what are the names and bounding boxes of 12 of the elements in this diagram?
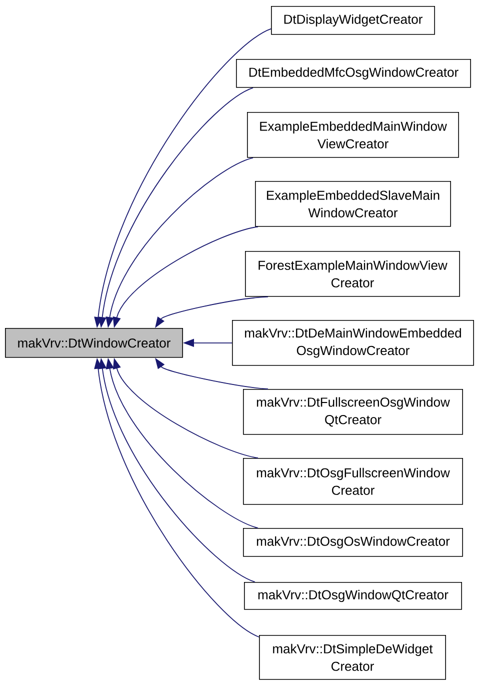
class-box: makVrv::DtOsgWindowQtCreator xyxy=(244,582,462,610)
class-box: makVrv::DtWindowCreator xyxy=(5,328,183,358)
class-box: makVrv::DtDeMainWindowEmbedded OsgWindowCreator xyxy=(232,320,474,366)
class-box: ForestExampleMainWindowView Creator xyxy=(245,251,460,297)
class-box: makVrv::DtOsgOsWindowCreator xyxy=(243,528,463,557)
class-box: ExampleEmbeddedSlaveMain WindowCreator xyxy=(255,181,451,227)
class-box: DtEmbeddedMfcOsgWindowCreator xyxy=(236,59,471,88)
class-box: makVrv::DtSimpleDeWidget Creator xyxy=(259,635,446,680)
class-box: DtDisplayWidgetCreator xyxy=(271,6,435,35)
class-box: makVrv::DtOsgFullscreenWindow Creator xyxy=(243,458,463,505)
class-box: ExampleEmbeddedMainWindow ViewCreator xyxy=(247,112,459,158)
class-box: makVrv::DtFullscreenOsgWindow QtCreator xyxy=(243,389,463,435)
